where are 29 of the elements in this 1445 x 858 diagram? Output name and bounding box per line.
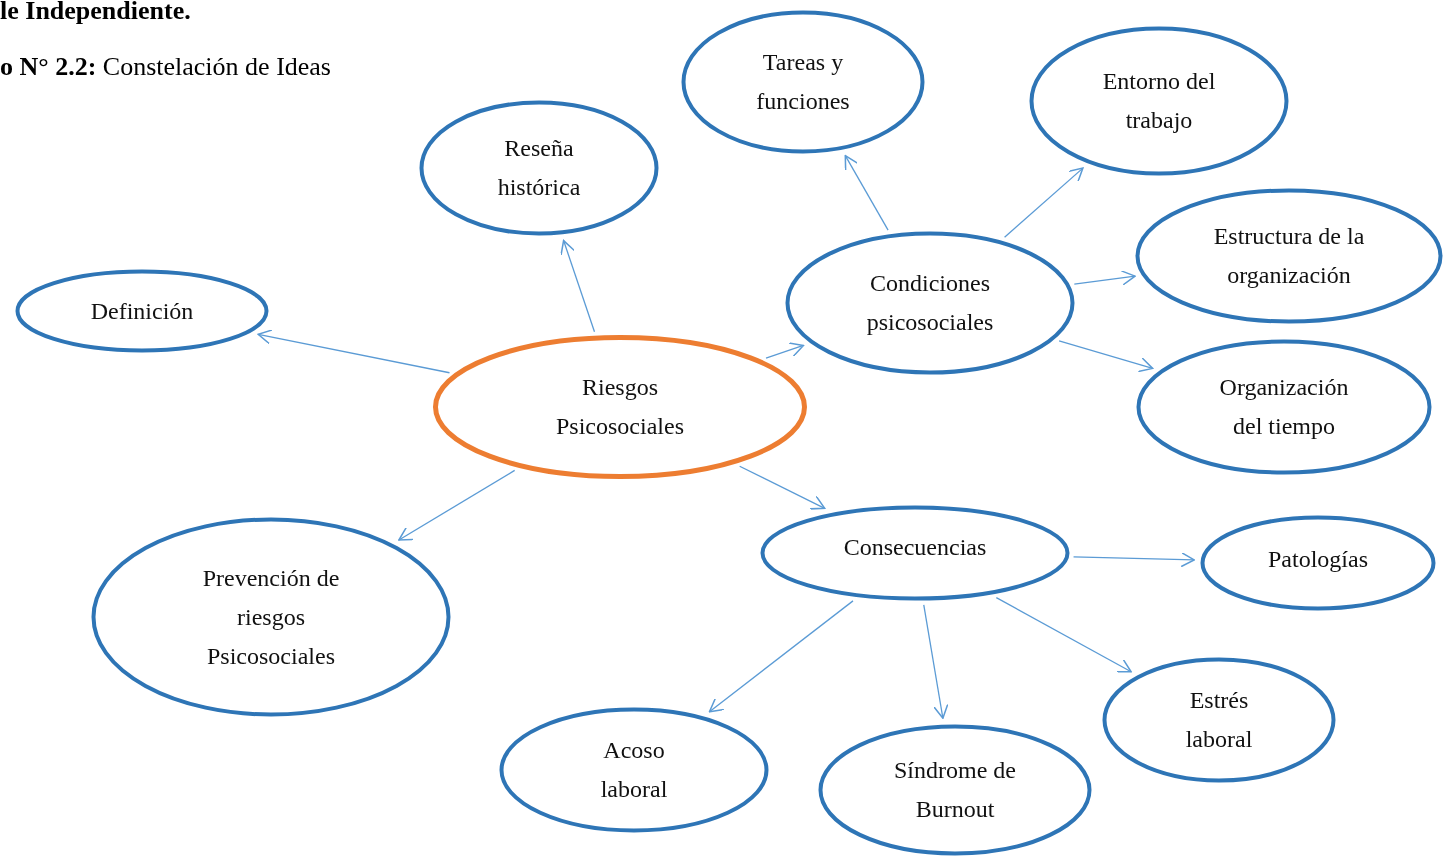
node-text: Entorno del trabajo [1101,67,1217,135]
arrow [1003,167,1084,238]
arrow [398,469,516,541]
arrow [257,329,451,374]
node-text: Tareas y funciones [755,48,851,116]
node-text: Prevención de riesgos Psicosociales [201,563,341,671]
section-heading: le Independiente. [0,0,191,26]
arrow [995,597,1132,673]
arrow [560,239,596,333]
node-text: Patologías [1268,544,1368,574]
node-text: Reseña histórica [496,134,582,202]
arrow [844,154,889,231]
node-text: Consecuencias [843,532,987,562]
arrow [1072,551,1195,568]
arrow [739,465,826,510]
figure-caption: o N° 2.2: Constelación de Ideas [0,52,331,82]
node-text: Riesgos Psicosociales [555,373,685,441]
arrow [765,342,805,359]
arrow [1058,340,1154,373]
arrow [923,604,949,719]
node-text: Acoso laboral [599,736,669,804]
node-text: Organización del tiempo [1218,373,1350,441]
node-text: Condiciones psicosociales [865,269,995,337]
node-text: Síndrome de Burnout [893,756,1017,824]
arrow [1073,270,1136,286]
arrow [708,600,854,713]
node-text: Estructura de la organización [1212,222,1366,290]
node-text: Definición [90,296,194,326]
node-text: Estrés laboral [1184,686,1254,754]
